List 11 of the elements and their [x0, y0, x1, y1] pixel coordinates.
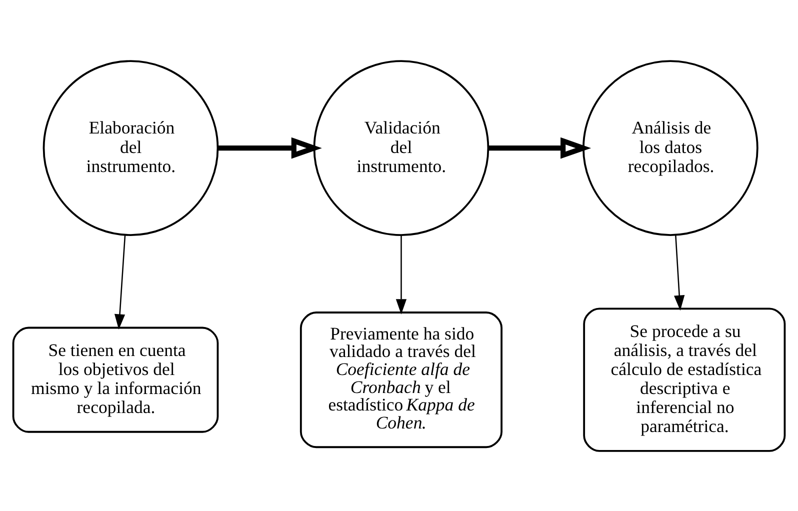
node-circle: Validación del instrumento. — [313, 60, 490, 236]
arrow — [396, 234, 407, 314]
arrow — [674, 234, 685, 310]
node-circle: Elaboración del instrumento. — [42, 60, 219, 236]
arrow — [488, 136, 592, 158]
arrow — [114, 234, 126, 329]
node-box: Se tienen en cuenta los objetivos del mismo y la información recopilada. — [12, 326, 219, 432]
arrow — [218, 136, 322, 158]
node-box: Previamente ha sido validado a través del Coeficiente alfa de Cronbach y el estadístico Kappa de Cohen. — [300, 311, 502, 448]
node-circle: Análisis de los datos recopilados. — [582, 60, 758, 236]
node-box: Se procede a su análisis, a través del cálculo de estadística descriptiva e inferencial no paramétrica. — [583, 307, 786, 452]
